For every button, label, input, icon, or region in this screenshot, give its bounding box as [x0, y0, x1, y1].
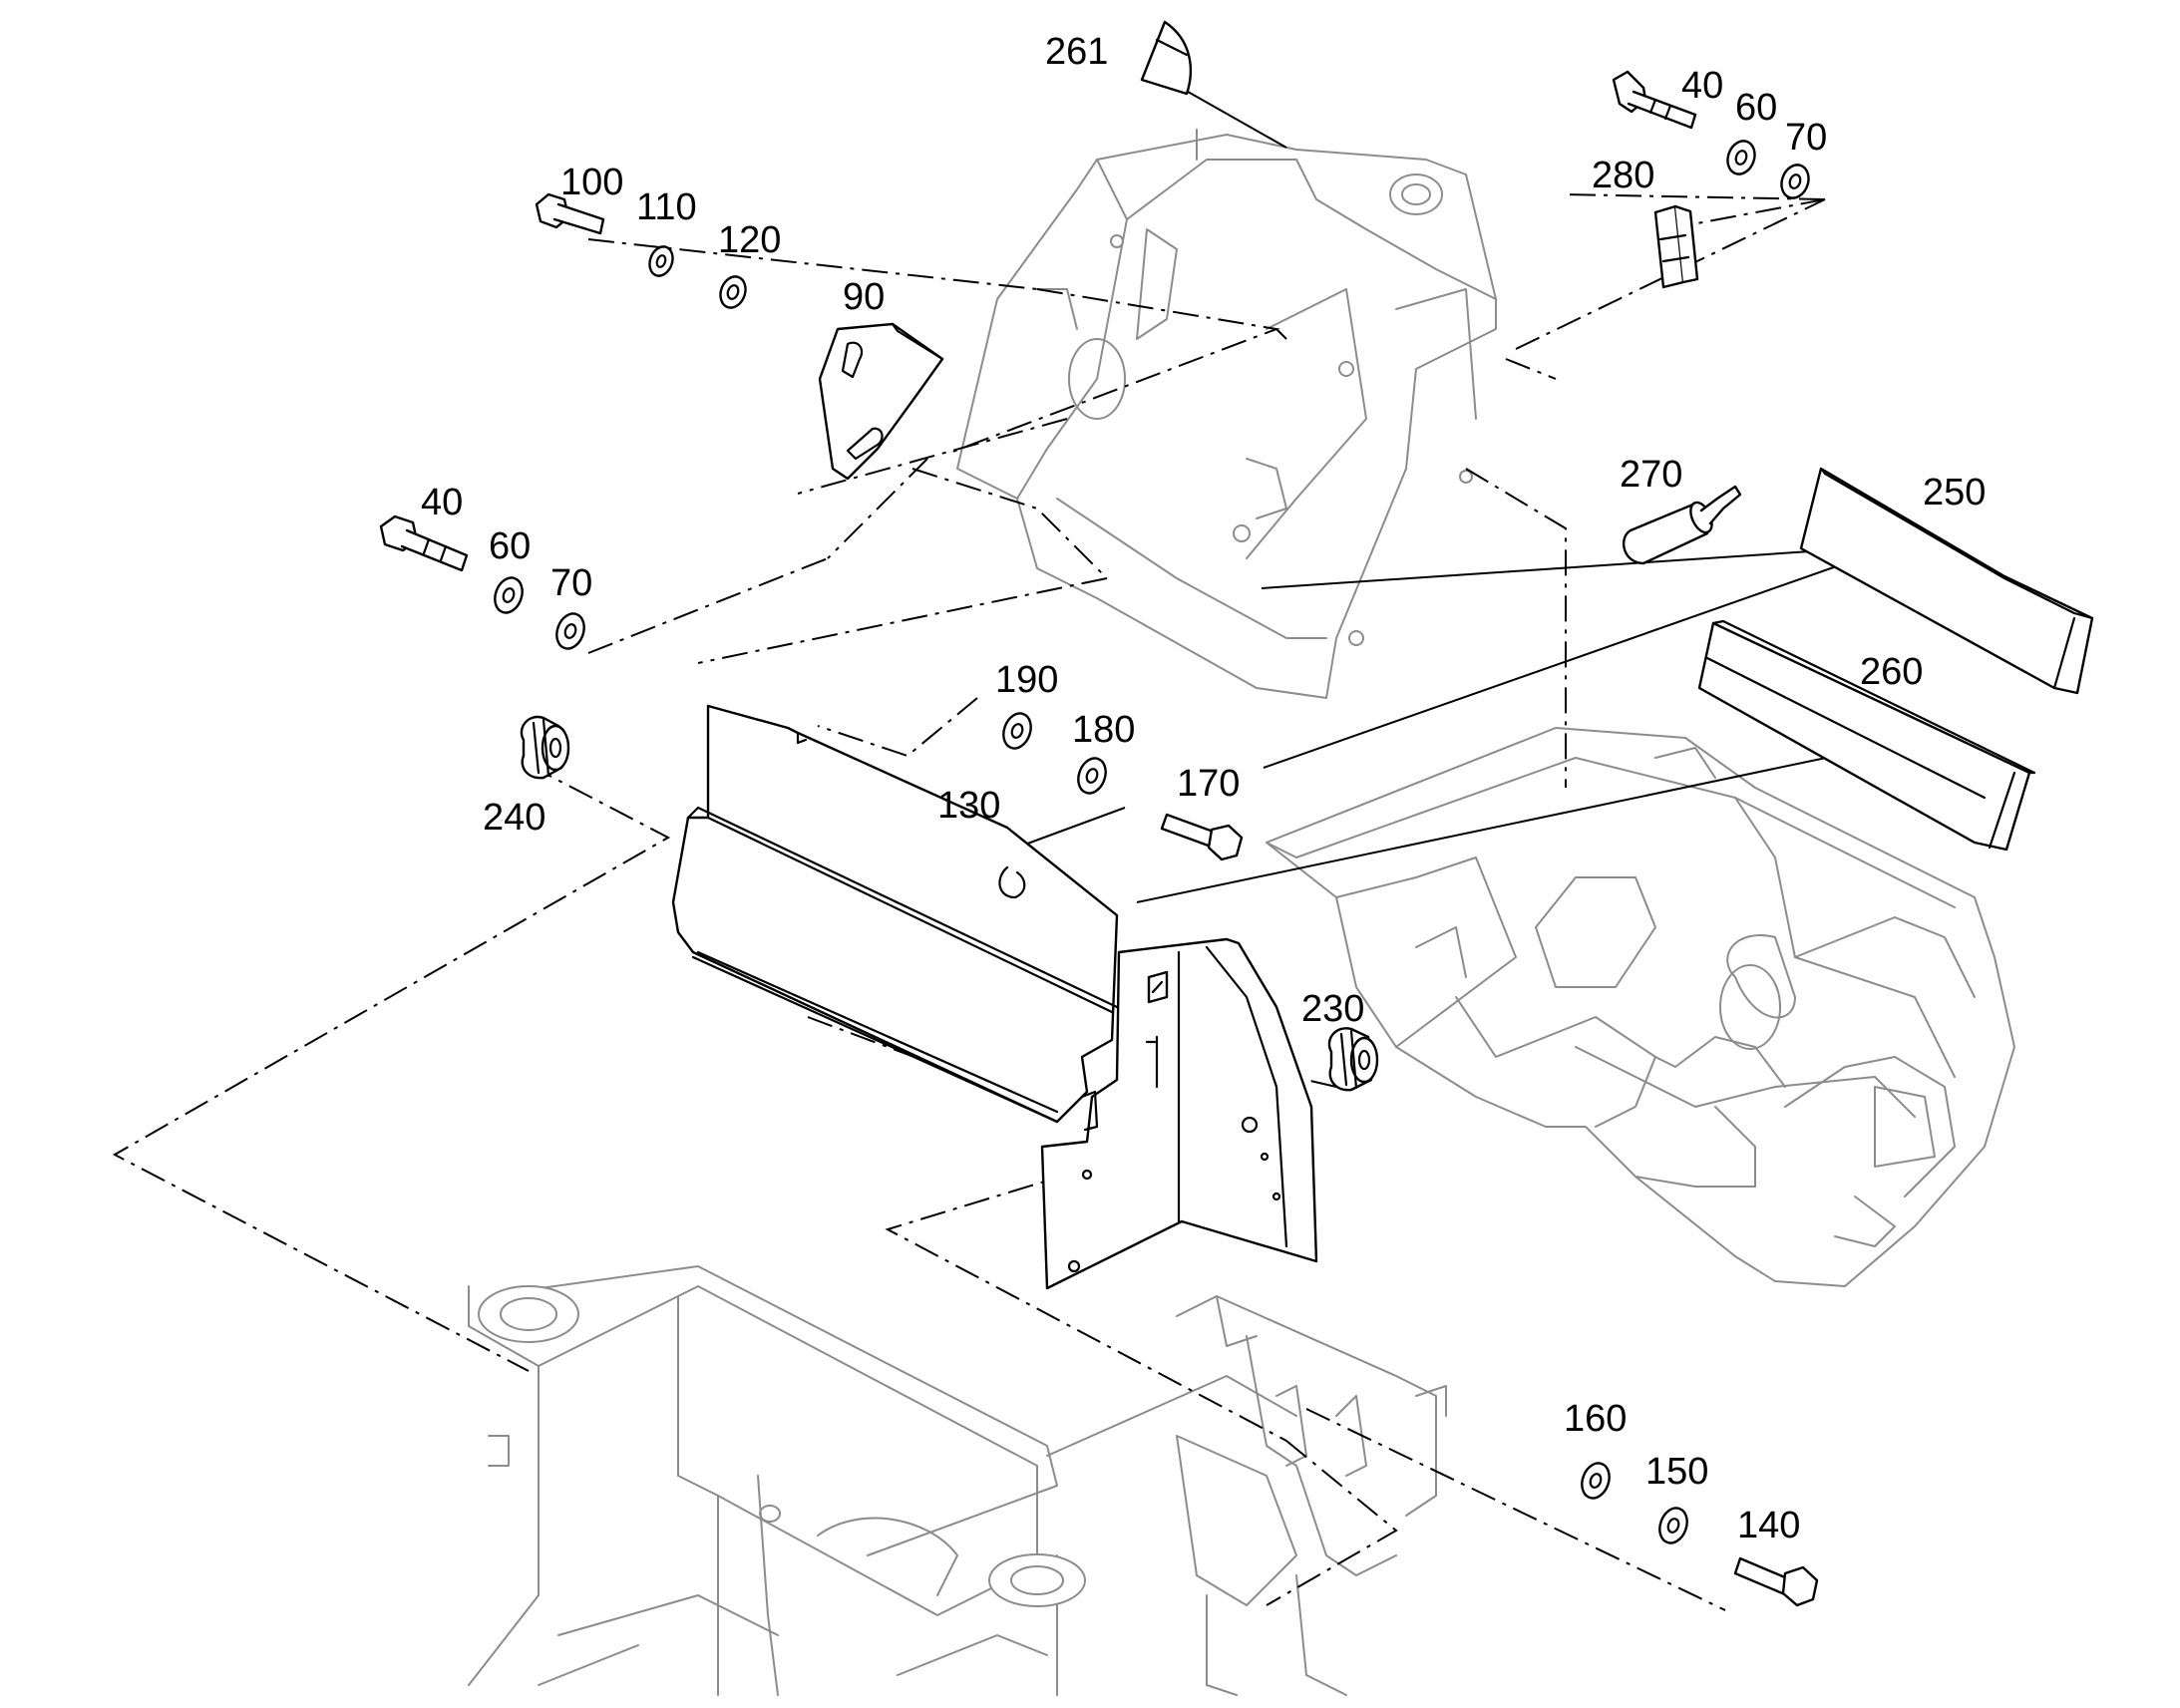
upper-housing — [956, 129, 1497, 699]
part-180-washer — [1077, 757, 1107, 795]
part-170-bolt — [1160, 813, 1244, 861]
assembly-lines — [112, 193, 1826, 1611]
part-160-washer — [1581, 1462, 1611, 1500]
part-110-washer — [648, 245, 674, 277]
callout-60-top: 60 — [1735, 87, 1777, 129]
part-120-washer — [719, 275, 747, 309]
callout-70-left: 70 — [550, 562, 592, 604]
part-40-bolt-top — [1612, 70, 1697, 130]
part-280-clip — [1653, 204, 1699, 289]
lower-tray — [1266, 727, 2015, 1287]
part-70-washer-top — [1780, 164, 1810, 199]
machine-frame — [468, 1265, 1447, 1696]
part-190-washer — [1002, 712, 1032, 750]
callout-240: 240 — [483, 797, 545, 839]
callout-190: 190 — [995, 659, 1058, 701]
part-270-tube — [1622, 485, 1742, 565]
callout-150: 150 — [1645, 1451, 1708, 1493]
callout-60-left: 60 — [489, 525, 531, 567]
callout-280: 280 — [1592, 155, 1654, 196]
callout-270: 270 — [1620, 454, 1682, 496]
callout-labels: 261 40 60 70 280 100 110 120 90 270 250 … — [421, 31, 1986, 1546]
part-250-pad — [1799, 467, 2094, 695]
part-240-grommet — [520, 715, 570, 780]
part-90-bracket — [818, 322, 944, 481]
part-40-bolt-left — [379, 514, 469, 572]
part-100-bolt — [535, 192, 605, 235]
callout-130: 130 — [937, 785, 1000, 827]
callout-40-top: 40 — [1681, 65, 1723, 107]
part-140-bolt — [1733, 1556, 1819, 1607]
callout-70-top: 70 — [1785, 117, 1827, 159]
part-260-pad — [1697, 619, 2036, 852]
part-150-washer — [1658, 1507, 1688, 1544]
callout-230: 230 — [1301, 988, 1364, 1030]
part-261-cover — [1140, 20, 1193, 96]
callout-120: 120 — [718, 219, 781, 261]
part-60-washer-top — [1726, 140, 1756, 175]
part-60-washer-left — [494, 576, 524, 614]
callout-260: 260 — [1860, 651, 1923, 693]
callout-261: 261 — [1045, 31, 1108, 73]
part-70-washer-left — [555, 612, 585, 650]
callout-100: 100 — [560, 162, 623, 203]
callout-90: 90 — [843, 276, 885, 318]
callout-170: 170 — [1177, 763, 1240, 805]
callout-160: 160 — [1564, 1398, 1627, 1440]
side-panel — [1040, 937, 1318, 1290]
part-130-deflector — [671, 704, 1119, 1124]
callout-40-left: 40 — [421, 482, 463, 523]
callout-180: 180 — [1072, 709, 1135, 751]
part-230-grommet — [1327, 1027, 1379, 1092]
callout-140: 140 — [1737, 1505, 1800, 1546]
leader-lines — [1021, 79, 1866, 903]
callout-110: 110 — [636, 186, 697, 228]
callout-250: 250 — [1923, 472, 1986, 513]
